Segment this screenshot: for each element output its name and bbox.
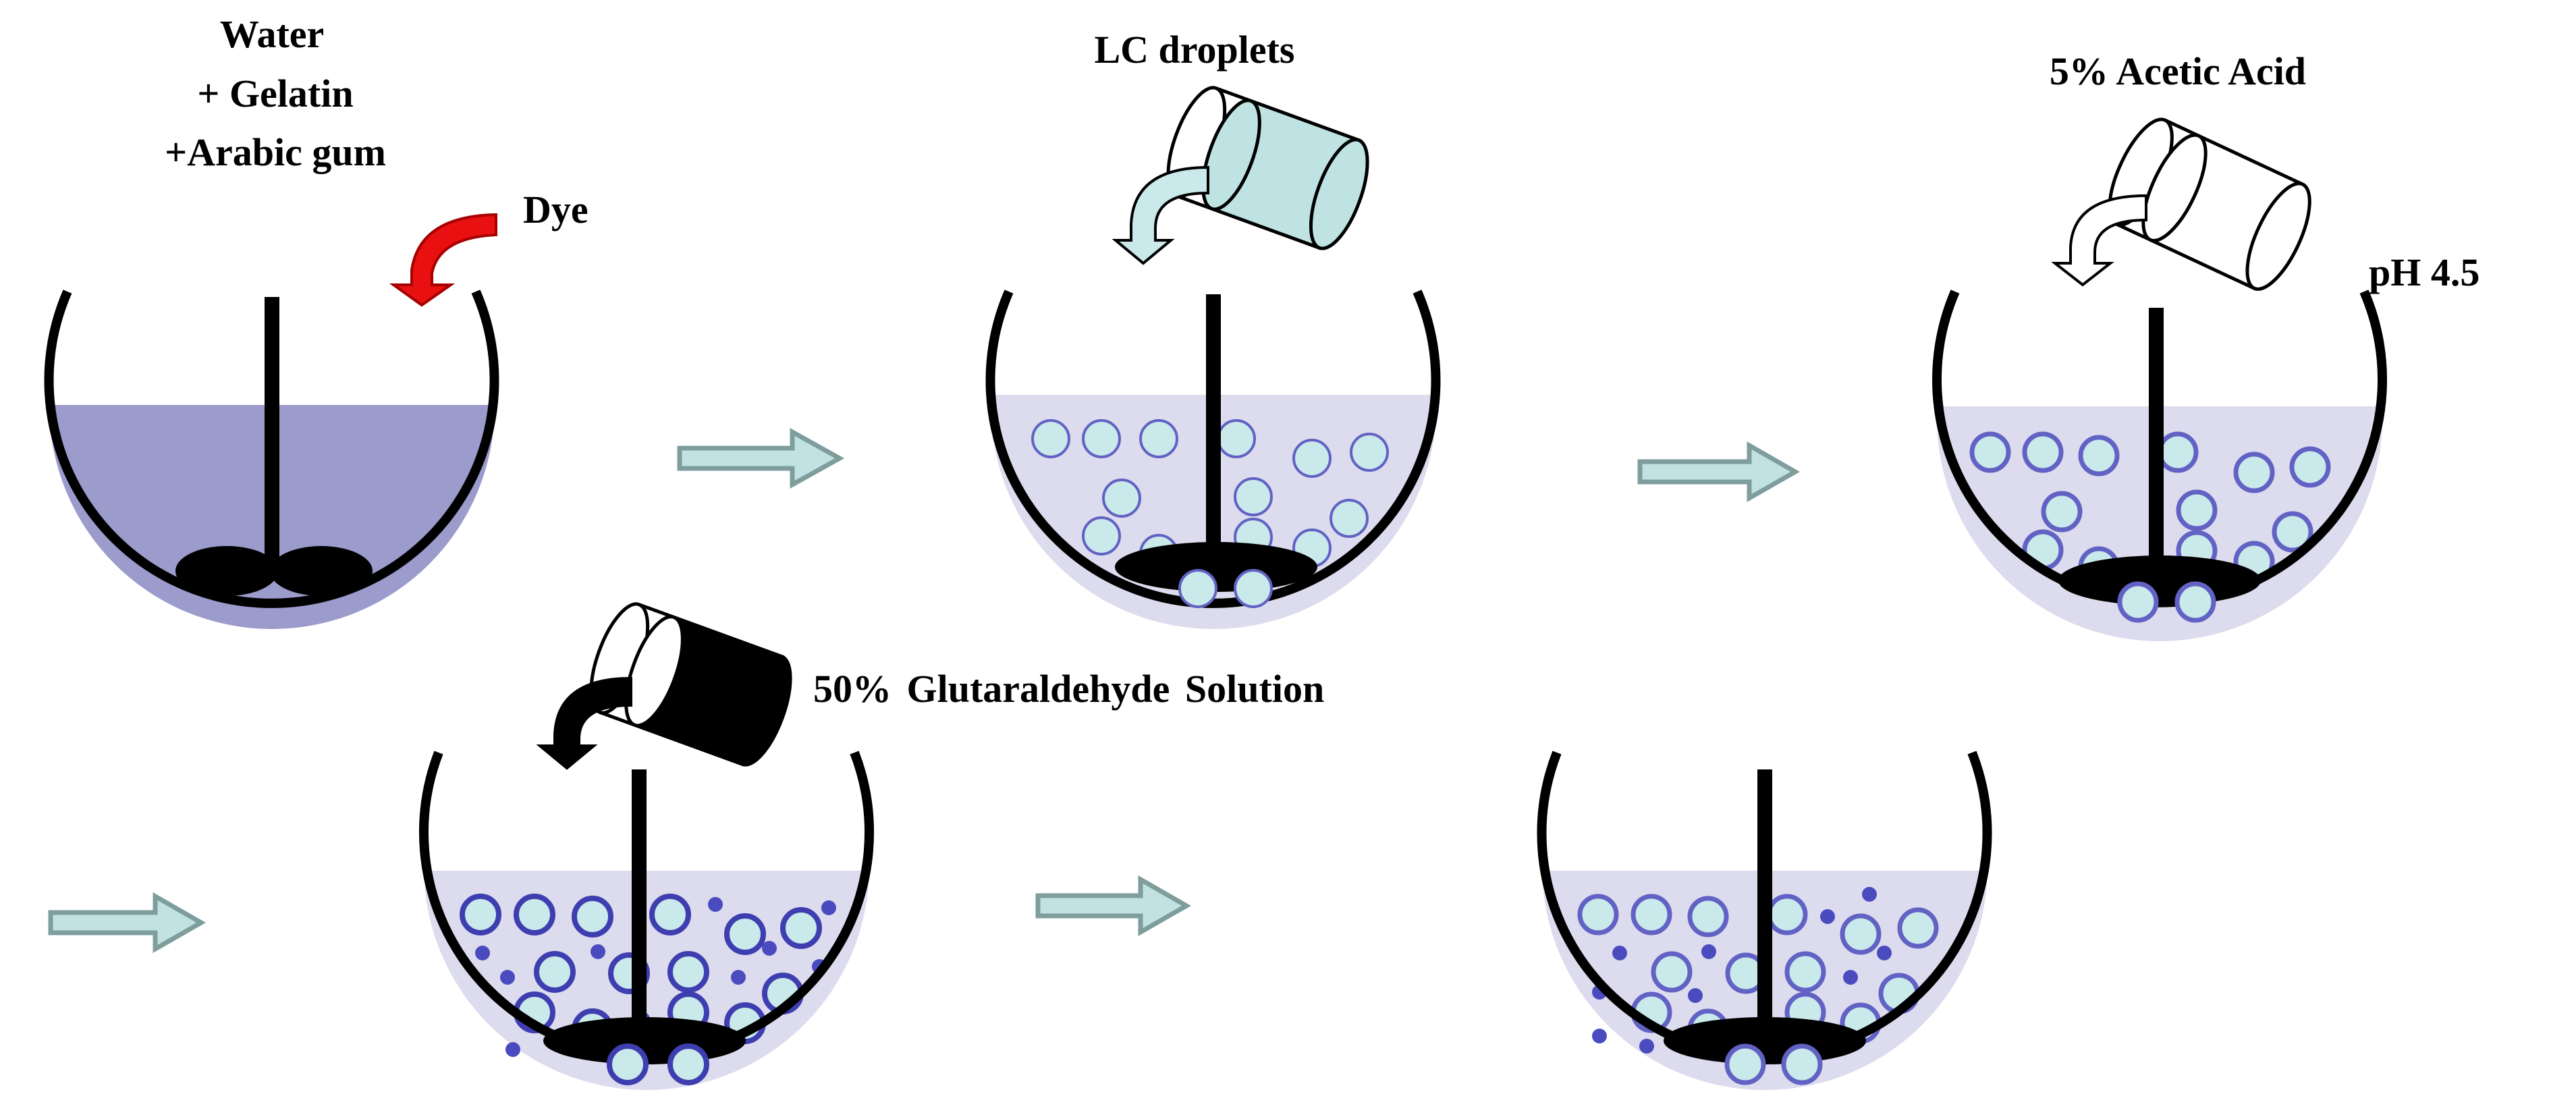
vessel-4: 50% Glutaraldehyde Solution [419,602,1324,1090]
vessel-2: LC droplets [985,28,1441,629]
label-acetic-acid: 5% Acetic Acid [2050,49,2306,93]
right-arrow-icon [1035,875,1192,937]
droplet [1687,896,1729,937]
vessel-wall [44,290,499,608]
droplet [1630,894,1672,935]
curved-pour-arrow-icon [536,676,632,770]
droplet [1330,499,1369,538]
dot [1688,988,1703,1003]
droplet [1781,1043,1823,1085]
droplet [1766,894,1808,935]
stirrer-shaft [1206,294,1221,571]
curved-red-arrow-icon [389,213,497,307]
right-arrow-icon [48,892,207,954]
droplet [1234,569,1273,608]
vessel-3: 5% Acetic Acid pH 4.5 [1932,49,2479,641]
droplet [1082,516,1121,555]
dots [1592,887,1892,1054]
right-arrow-icon [1637,441,1801,503]
stirrer-shaft [265,297,279,574]
droplet [2157,431,2199,473]
dot [591,944,605,959]
label-water: Water [220,12,325,56]
droplet [572,896,613,937]
droplet [1082,419,1121,458]
droplet [1234,477,1273,516]
label-gelatin: + Gelatin [197,72,353,115]
droplet [1897,907,1939,949]
dot [762,941,777,956]
droplet [667,951,709,993]
droplet [1292,439,1332,478]
droplet [2272,511,2313,553]
dot [1701,944,1716,959]
vessel-1: Water + Gelatin +Arabic gum Dye [44,12,588,629]
dot [1843,970,1858,985]
droplet [1102,479,1141,518]
stirrer-blade [2058,555,2261,605]
droplet [724,913,766,955]
droplet [649,894,691,935]
vessel-wall [985,290,1441,608]
droplet [1217,419,1256,458]
label-lc-droplets: LC droplets [1094,28,1294,72]
droplet [1724,1043,1766,1085]
curved-pour-arrow-icon [1112,165,1209,265]
droplet [780,907,822,949]
label-ph: pH 4.5 [2369,250,2479,294]
dot [500,970,515,985]
droplet [607,1043,649,1085]
droplet [514,894,555,935]
dot [1612,946,1627,960]
droplet [2289,446,2331,488]
dot [1639,1039,1654,1054]
droplet [2041,491,2083,533]
droplet [1178,569,1217,608]
droplet [1784,951,1826,993]
dot [731,970,746,985]
droplet [2078,435,2120,477]
droplet [2233,452,2275,493]
stirrer-shaft [1757,769,1772,1046]
stirrer-shaft [2149,308,2164,584]
dot [505,1042,520,1057]
dot [821,900,836,915]
tilted-beaker-icon [589,602,792,767]
droplet [1577,894,1619,935]
label-arabic-gum: +Arabic gum [165,130,386,174]
droplet [460,894,501,935]
droplet [1651,951,1693,993]
droplet [534,951,576,993]
curved-pour-arrow-icon [2051,194,2147,287]
droplet [2176,489,2218,531]
droplet [2117,581,2159,623]
dot [475,946,490,960]
right-arrow-icon [677,428,845,489]
vessel-5 [1537,751,1992,1090]
droplet [1969,431,2011,473]
droplet [1840,913,1882,955]
label-dye: Dye [523,188,588,232]
process-arrows [48,428,1801,954]
droplet [2022,431,2064,473]
dot [1877,946,1892,960]
droplet [2174,581,2216,623]
dot [708,897,723,912]
droplet [1031,419,1070,458]
stirrer-blade-left [175,546,278,596]
dot [1862,887,1877,902]
label-glutaraldehyde: 50% Glutaraldehyde Solution [813,667,1324,711]
dot [1820,909,1835,924]
stirrer-shaft [632,769,647,1046]
stirrer-blade [1664,1017,1866,1064]
droplet [667,1043,709,1085]
dot [1592,1029,1607,1043]
stirrer-blade-right [270,546,373,596]
droplet [1350,433,1389,472]
droplet [1139,419,1178,458]
